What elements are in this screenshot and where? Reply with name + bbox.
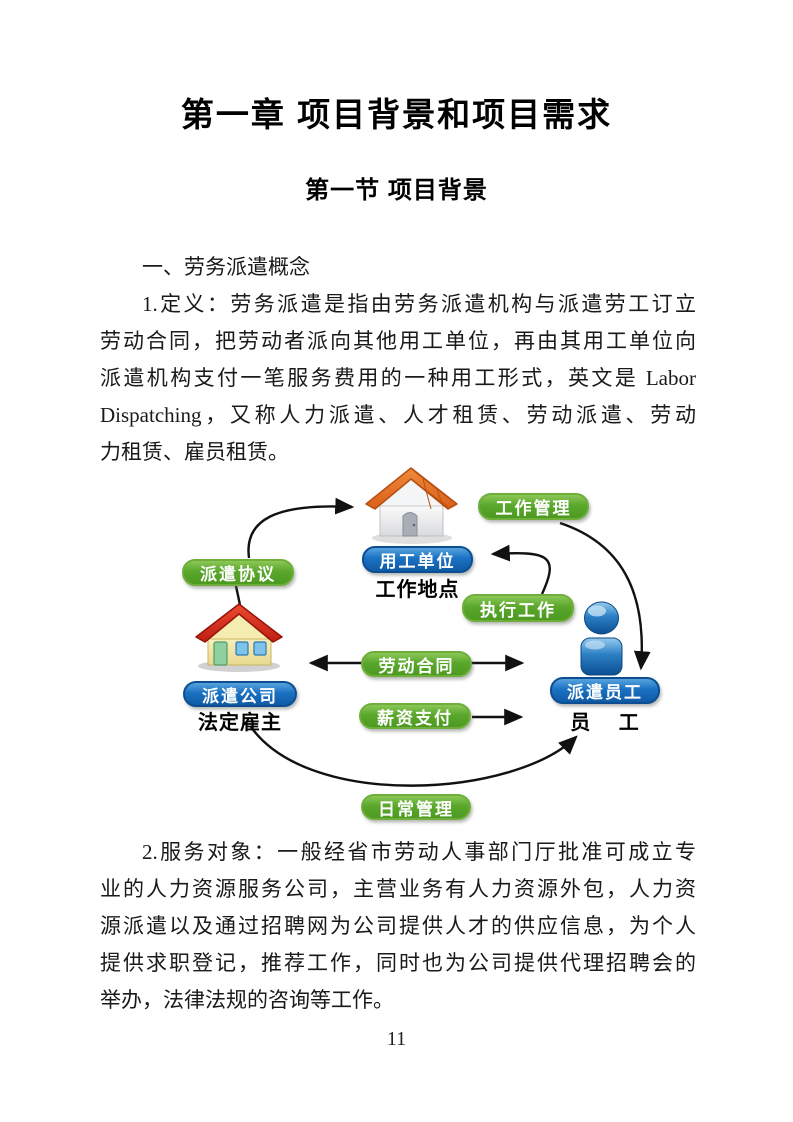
employee-sublabel: 员 工 <box>570 712 640 734</box>
body-line: 劳动合同，把劳动者派向其他用工单位，再由其用工单位向 <box>100 329 696 353</box>
body-line: 1.定义：劳务派遣是指由劳务派遣机构与派遣劳工订立 <box>142 292 696 316</box>
employer-sublabel: 工作地点 <box>375 579 460 601</box>
page-number: 11 <box>386 1028 407 1050</box>
employer-house-icon <box>365 467 458 544</box>
body-line: 业的人力资源服务公司，主营业务有人力资源外包，人力资 <box>100 877 696 901</box>
body-line: Dispatching，又称人力派遣、人才租赁、劳动派遣、劳动 <box>100 403 696 427</box>
pill-dispatched-employee: 派遣员工 <box>550 677 660 704</box>
paragraphs-below-diagram: 2.服务对象：一般经省市劳动人事部门厅批准可成立专 业的人力资源服务公司，主营业… <box>100 834 696 1019</box>
paragraphs-above-diagram: 一、劳务派遣概念 1.定义：劳务派遣是指由劳务派遣机构与派遣劳工订立 劳动合同，… <box>100 249 696 471</box>
pill-work-management: 工作管理 <box>478 493 589 520</box>
employee-person-icon <box>580 601 623 676</box>
pill-labor-contract: 劳动合同 <box>361 651 472 677</box>
pill-employer-unit: 用工单位 <box>362 546 473 573</box>
company-sublabel: 法定雇主 <box>198 712 282 734</box>
body-line: 举办，法律法规的咨询等工作。 <box>100 988 394 1012</box>
labor-dispatch-diagram: 工作管理 用工单位 工作地点 派遣协议 执行工作 劳动合同 派遣公司 法定雇主 … <box>150 465 680 827</box>
pill-daily-management: 日常管理 <box>361 794 471 820</box>
body-line: 2.服务对象：一般经省市劳动人事部门厅批准可成立专 <box>142 840 696 864</box>
body-line: 源派遣以及通过招聘网为公司提供人才的供应信息，为个人 <box>100 914 696 938</box>
pill-dispatch-agreement: 派遣协议 <box>182 559 294 586</box>
body-line: 提供求职登记，推荐工作，同时也为公司提供代理招聘会的 <box>100 951 696 975</box>
pill-execute-work: 执行工作 <box>462 594 574 622</box>
section-title: 第一节 项目背景 <box>305 177 488 204</box>
chapter-title: 第一章 项目背景和项目需求 <box>180 96 613 133</box>
body-line: 派遣机构支付一笔服务费用的一种用工形式，英文是 Labor <box>100 366 696 390</box>
company-house-icon <box>195 603 283 672</box>
pill-dispatch-company: 派遣公司 <box>183 681 297 707</box>
body-line: 一、劳务派遣概念 <box>142 255 310 279</box>
pill-salary-payment: 薪资支付 <box>359 703 471 729</box>
body-line: 力租赁、雇员租赁。 <box>100 440 289 464</box>
